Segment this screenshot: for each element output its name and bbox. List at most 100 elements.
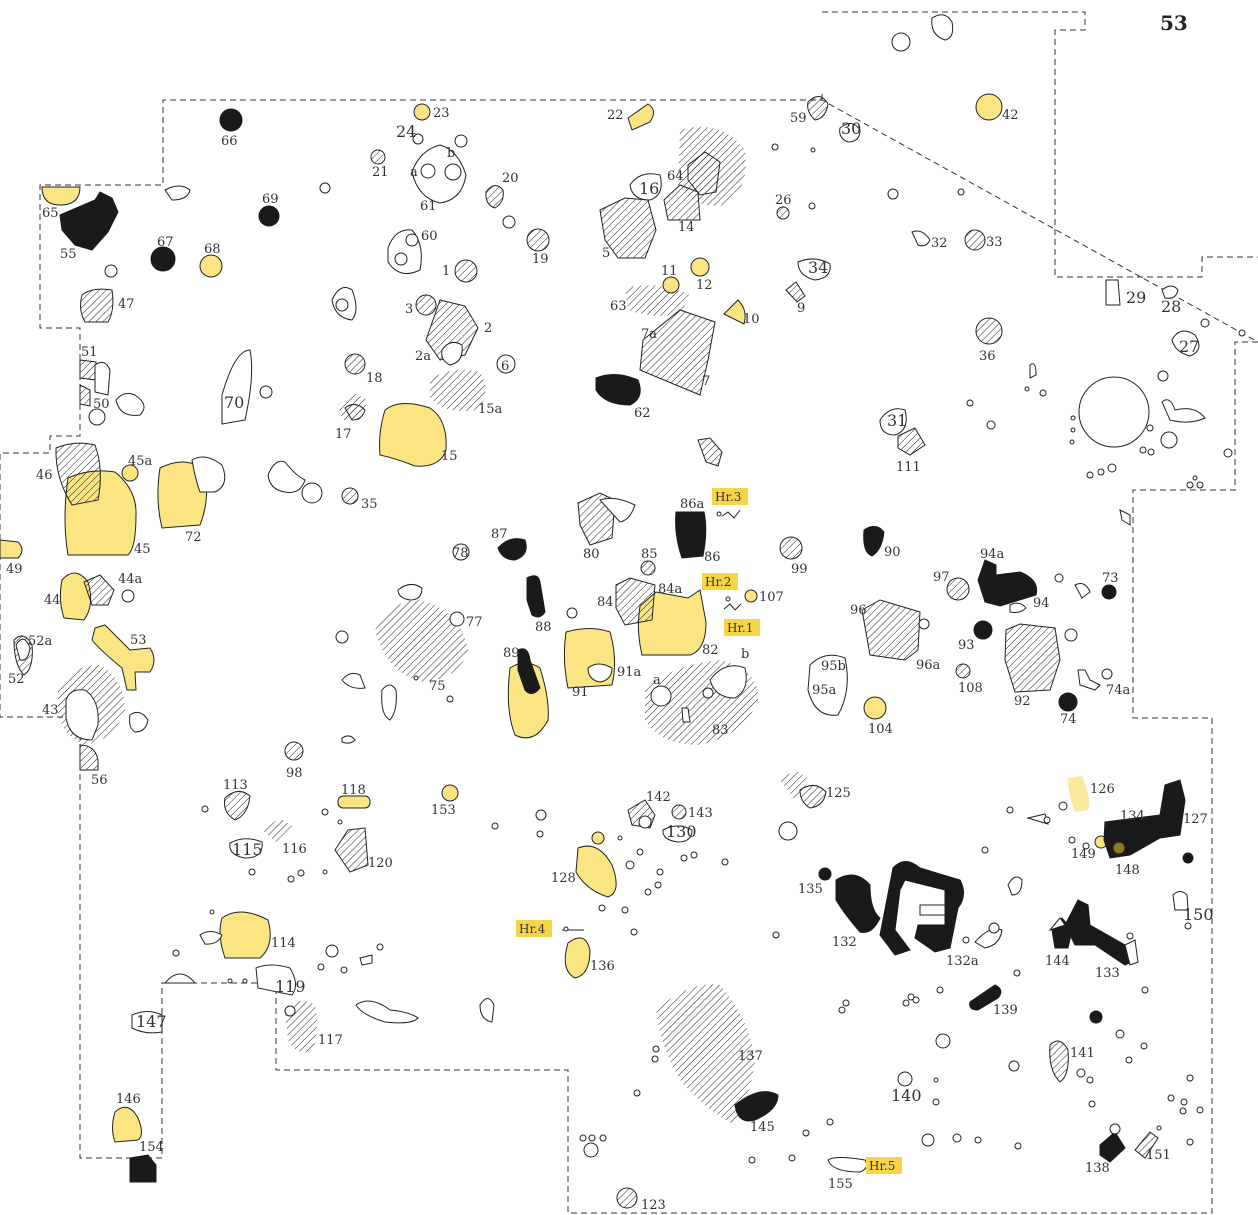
label-123: 123 xyxy=(641,1198,666,1213)
label-86: 86 xyxy=(704,550,721,565)
label-149: 149 xyxy=(1071,847,1096,862)
label-52: 52 xyxy=(8,672,25,687)
feature-small-674 xyxy=(1101,668,1113,680)
feature-126 xyxy=(1068,776,1090,812)
feature-1 xyxy=(454,259,478,283)
label-119: 119 xyxy=(275,977,306,996)
label-14: 14 xyxy=(678,220,695,235)
label-27: 27 xyxy=(1179,337,1199,356)
hearth-2-dot xyxy=(725,596,731,602)
feature-74 xyxy=(1058,692,1078,712)
feature-69 xyxy=(258,205,280,227)
label-96a: 96a xyxy=(916,658,941,673)
label-140: 140 xyxy=(891,1086,922,1105)
feature-99 xyxy=(779,536,803,560)
feature-5 xyxy=(599,197,657,259)
feature-49 xyxy=(0,539,23,559)
feature-143 xyxy=(671,804,687,820)
feature-134 xyxy=(1103,779,1186,859)
feature-27 xyxy=(1171,330,1200,357)
label-94: 94 xyxy=(1033,596,1050,611)
feature-bracket-515 xyxy=(1119,509,1131,526)
feature-small-822 xyxy=(638,815,652,829)
label-61b: b xyxy=(447,146,455,161)
feature-labels: 1 2 2a 3 5 6 7 7a 9 10 11 12 14 15 15a 1… xyxy=(6,106,1214,1213)
label-72: 72 xyxy=(185,530,202,545)
label-83: 83 xyxy=(712,723,729,738)
label-36: 36 xyxy=(979,349,996,364)
feature-95b xyxy=(807,654,848,716)
label-77: 77 xyxy=(466,615,483,630)
feature-small-693 xyxy=(702,687,714,699)
label-126: 126 xyxy=(1090,782,1115,797)
feature-125-hatched-area xyxy=(780,770,810,800)
feature-115 xyxy=(229,838,263,859)
feature-43 xyxy=(65,689,99,741)
label-130: 130 xyxy=(666,822,697,841)
feature-82 xyxy=(637,589,707,656)
feature-blob-940 xyxy=(974,928,1003,949)
label-30: 30 xyxy=(841,119,861,138)
feature-45a xyxy=(121,464,139,482)
feature-small-417 xyxy=(88,408,106,426)
label-65: 65 xyxy=(42,206,59,221)
feature-145 xyxy=(734,1091,779,1122)
feature-top-right-blob xyxy=(931,14,954,41)
label-75: 75 xyxy=(429,679,446,694)
feature-small-392 xyxy=(259,385,273,399)
label-1: 1 xyxy=(442,264,450,279)
feature-small-193 xyxy=(887,188,899,200)
feature-84 xyxy=(615,577,656,626)
feature-90 xyxy=(863,526,885,557)
feature-small-188 xyxy=(319,182,331,194)
feature-19 xyxy=(526,228,550,252)
label-21: 21 xyxy=(372,165,389,180)
label-68: 68 xyxy=(204,242,221,257)
feature-87 xyxy=(497,538,527,561)
feature-15a-hatched-area xyxy=(430,369,486,412)
feature-small-1034 xyxy=(1115,1029,1125,1039)
feature-23 xyxy=(413,103,431,121)
feature-78 xyxy=(452,543,470,561)
feature-large-circle xyxy=(1078,376,1150,448)
label-98: 98 xyxy=(286,766,303,781)
label-45: 45 xyxy=(134,542,151,557)
label-86a: 86a xyxy=(680,497,705,512)
label-125: 125 xyxy=(826,786,851,801)
label-63: 63 xyxy=(610,299,627,314)
label-15: 15 xyxy=(441,449,458,464)
label-20: 20 xyxy=(502,171,519,186)
label-42: 42 xyxy=(1002,108,1019,123)
label-33: 33 xyxy=(986,235,1003,250)
svg-text:Hr.5: Hr.5 xyxy=(869,1159,895,1173)
svg-text:Hr.4: Hr.4 xyxy=(519,922,546,936)
feature-small-637 xyxy=(335,630,349,644)
label-12: 12 xyxy=(696,278,713,293)
feature-83b xyxy=(709,665,747,699)
feature-151 xyxy=(1134,1131,1159,1159)
label-142: 142 xyxy=(646,790,671,805)
feature-75-hatched-area xyxy=(375,600,468,682)
label-83a: a xyxy=(653,673,661,688)
feature-16 xyxy=(629,173,662,201)
feature-small-333 xyxy=(1238,329,1246,337)
feature-92 xyxy=(1004,623,1061,693)
feature-29 xyxy=(1105,279,1121,306)
feature-circle-493 xyxy=(301,482,323,504)
label-96: 96 xyxy=(850,603,867,618)
label-95a: 95a xyxy=(812,683,837,698)
feature-85 xyxy=(640,560,656,576)
label-94a: 94a xyxy=(980,547,1005,562)
label-10: 10 xyxy=(743,312,760,327)
feature-blob-940b xyxy=(1048,917,1066,932)
label-108: 108 xyxy=(958,681,983,696)
feature-circle-top xyxy=(891,32,911,52)
feature-blob-680 xyxy=(341,672,366,689)
feature-9 xyxy=(785,281,806,303)
label-91: 91 xyxy=(572,685,589,700)
feature-96 xyxy=(861,599,921,661)
feature-small-1129 xyxy=(1109,1123,1121,1135)
feature-132 xyxy=(835,874,881,933)
label-35: 35 xyxy=(361,497,378,512)
label-74: 74 xyxy=(1060,712,1077,727)
